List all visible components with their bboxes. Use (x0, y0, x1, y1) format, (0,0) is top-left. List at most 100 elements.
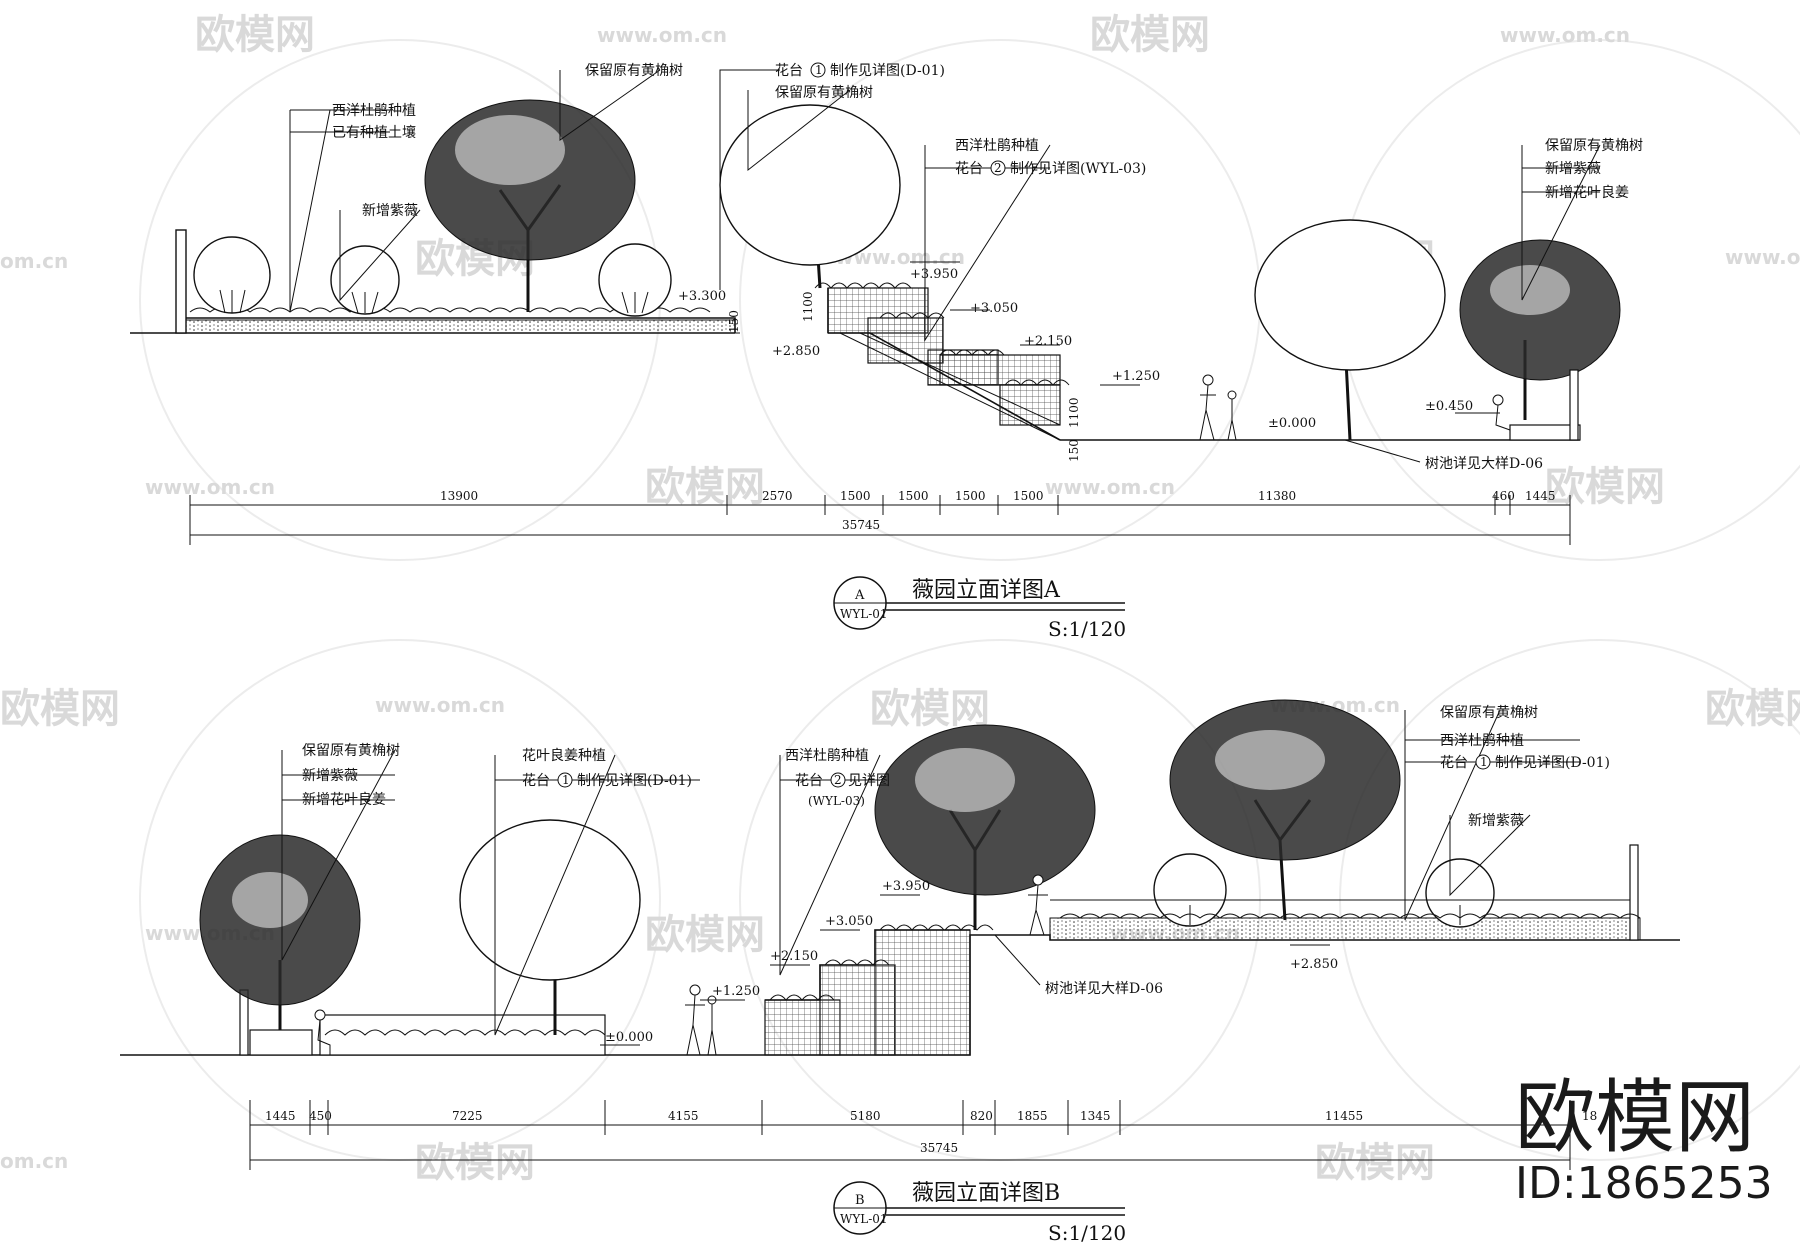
label-a-l5: 花台 1 制作见详图(D-01) (775, 62, 945, 79)
label-a-l8: 花台 2 制作见详图(WYL-03) (955, 160, 1146, 177)
dim-a-5: 1500 (1013, 489, 1044, 503)
title-block-b: B WYL-01 薇园立面详图B S:1/120 (833, 1181, 1126, 1245)
elev-b-e5: ±0.000 (605, 1030, 653, 1045)
elev-b-e4: +1.250 (712, 984, 760, 999)
label-a-l3: 保留原有黄桷树 (585, 62, 683, 79)
elev-a-e1: +3.300 (678, 289, 726, 304)
label-a-l1: 西洋杜鹃种植 (332, 102, 416, 119)
label-a-l9: 保留原有黄桷树 (1545, 137, 1643, 154)
watermark-brand: 欧模网 (1705, 686, 1800, 732)
banyan-tree-icon (1254, 219, 1446, 441)
svg-text:制作见详图(WYL-03): 制作见详图(WYL-03) (1010, 161, 1146, 177)
svg-text:制作见详图(D-01): 制作见详图(D-01) (1495, 755, 1610, 771)
vdim-a-1: 1100 (801, 291, 815, 322)
svg-text:花台: 花台 (1440, 755, 1468, 771)
dim-b-5: 820 (970, 1109, 993, 1123)
dim-b-7: 1345 (1080, 1109, 1111, 1123)
dim-a-3: 1500 (898, 489, 929, 503)
dim-a-0: 13900 (440, 489, 478, 503)
dim-a-6: 11380 (1258, 489, 1296, 503)
shrub-icon (193, 236, 271, 314)
label-b-l2: 新增紫薇 (302, 768, 358, 784)
elev-b-e3: +2.150 (770, 949, 818, 964)
brand-logo-text: 欧模网 (1515, 1071, 1755, 1164)
elev-a-e3: +3.950 (910, 267, 958, 282)
vdim-a-2: 150 (727, 310, 741, 333)
svg-text:1: 1 (562, 773, 570, 787)
label-a-l12: 树池详见大样D-06 (1425, 456, 1543, 472)
watermark-brand: 欧模网 (645, 464, 765, 510)
dim-a-8: 1445 (1525, 489, 1556, 503)
elev-a-e4: +3.050 (970, 301, 1018, 316)
svg-text:制作见详图(D-01): 制作见详图(D-01) (577, 773, 692, 789)
vdim-a-3: 1100 (1067, 397, 1081, 428)
people-figures-icon (314, 874, 1048, 1056)
vdim-a-4: 150 (1067, 439, 1081, 462)
dim-a-2: 1500 (840, 489, 871, 503)
elev-b-e1: +3.950 (882, 879, 930, 894)
label-b-l3: 新增花叶良姜 (302, 792, 386, 808)
elev-a-e5: +2.150 (1024, 334, 1072, 349)
watermark-url: www.om.cn (1725, 245, 1800, 269)
people-figures-icon (1199, 374, 1511, 441)
elev-a-e6: +1.250 (1112, 369, 1160, 384)
label-a-l4: 新增紫薇 (362, 203, 418, 219)
dim-b-6: 1855 (1017, 1109, 1048, 1123)
svg-text:1: 1 (1480, 755, 1488, 769)
svg-text:1: 1 (815, 63, 823, 77)
watermark-layer: 欧模网 www.om.cn 欧模网 www.om.cn om.cn 欧模网 ww… (0, 12, 1800, 1186)
watermark-brand: 欧模网 (1315, 1140, 1435, 1186)
dim-a-total: 35745 (842, 518, 880, 532)
elevation-a: 13900 2570 1500 1500 1500 1500 11380 460… (130, 62, 1643, 641)
label-b-l5: 花台 1 制作见详图(D-01) (522, 772, 692, 789)
svg-text:花台: 花台 (955, 161, 983, 177)
scale-b: S:1/120 (1048, 1221, 1126, 1245)
dim-a-4: 1500 (955, 489, 986, 503)
label-b-l12: 树池详见大样D-06 (1045, 981, 1163, 997)
watermark-url: om.cn (0, 1149, 68, 1173)
svg-text:(WYL-03): (WYL-03) (808, 794, 865, 808)
brand-stamp: 欧模网 ID:1865253 (1515, 1071, 1773, 1209)
label-a-l11: 新增花叶良姜 (1545, 185, 1629, 201)
watermark-brand: 欧模网 (645, 912, 765, 958)
label-a-l6: 保留原有黄桷树 (775, 84, 873, 101)
shrub-icon (1153, 853, 1227, 927)
banyan-tree-icon (1459, 239, 1621, 420)
watermark-brand: 欧模网 (1090, 12, 1210, 58)
title-block-a: A WYL-01 薇园立面详图A S:1/120 (833, 576, 1126, 641)
label-b-l11: 新增紫薇 (1468, 813, 1524, 829)
label-b-l10: 花台 1 制作见详图(D-01) (1440, 754, 1610, 771)
watermark-url: www.om.cn (145, 475, 275, 499)
dim-a-7: 460 (1492, 489, 1515, 503)
svg-text:2: 2 (834, 773, 842, 787)
dim-b-1: 450 (309, 1109, 332, 1123)
label-b-l7: 花台 2 见详图 (WYL-03) (795, 772, 890, 808)
label-b-l6: 西洋杜鹃种植 (785, 747, 869, 764)
svg-text:制作见详图(D-01): 制作见详图(D-01) (830, 63, 945, 79)
watermark-brand: 欧模网 (1545, 464, 1665, 510)
watermark-url: om.cn (0, 249, 68, 273)
label-b-l1: 保留原有黄桷树 (302, 742, 400, 759)
banyan-tree-icon (459, 819, 641, 1035)
svg-text:见详图: 见详图 (848, 773, 890, 789)
bubble-b-ref: WYL-01 (840, 1212, 888, 1226)
watermark-url: www.om.cn (1500, 23, 1630, 47)
label-a-l7: 西洋杜鹃种植 (955, 137, 1039, 154)
label-b-l9: 西洋杜鹃种植 (1440, 732, 1524, 749)
dim-b-3: 4155 (668, 1109, 699, 1123)
banyan-tree-icon (874, 724, 1096, 930)
shrub-icon (330, 245, 400, 315)
title-b: 薇园立面详图B (912, 1181, 1060, 1206)
svg-text:2: 2 (994, 161, 1002, 175)
watermark-brand: 欧模网 (195, 12, 315, 58)
banyan-tree-icon (199, 834, 361, 1030)
elevation-b: 1445 450 7225 4155 5180 820 1855 1345 11… (120, 699, 1680, 1245)
bubble-a-ref: WYL-01 (840, 607, 888, 621)
brand-id-text: ID:1865253 (1515, 1158, 1773, 1209)
scale-a: S:1/120 (1048, 617, 1126, 641)
elev-a-e7: ±0.000 (1268, 416, 1316, 431)
dim-b-8: 11455 (1325, 1109, 1363, 1123)
watermark-url: www.om.cn (1045, 475, 1175, 499)
dim-b-2: 7225 (452, 1109, 483, 1123)
